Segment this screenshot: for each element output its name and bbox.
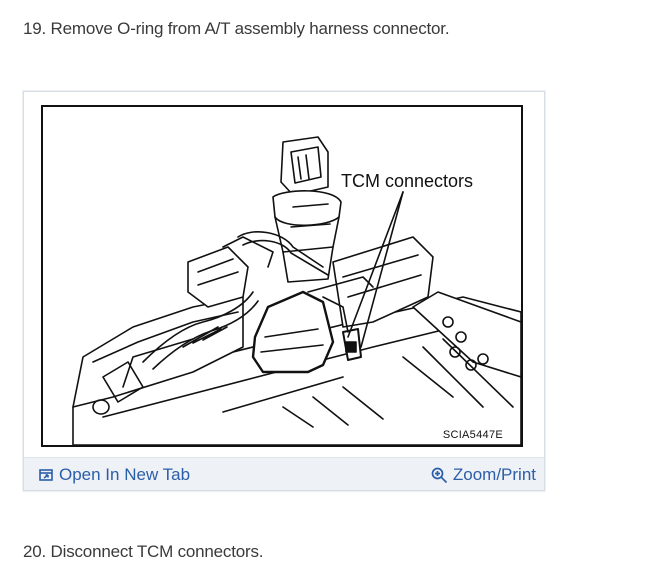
open-in-new-tab-label: Open In New Tab <box>59 465 191 484</box>
zoom-print-button[interactable]: Zoom/Print <box>431 465 536 485</box>
figure-code: SCIA5447E <box>442 429 503 441</box>
figure-card: TCM connectors SCIA5447E Open In New Tab <box>23 91 545 491</box>
figure-illustration[interactable]: TCM connectors SCIA5447E <box>41 105 523 447</box>
tcm-connectors-callout: TCM connectors <box>341 171 474 191</box>
zoom-print-label: Zoom/Print <box>452 465 536 484</box>
figure-toolbar: Open In New Tab Zoom/Print <box>24 457 544 490</box>
step-20-text: 20. Disconnect TCM connectors. <box>23 542 264 561</box>
transmission-assembly-drawing <box>72 136 521 445</box>
open-external-icon <box>38 467 54 483</box>
step-19-text: 19. Remove O-ring from A/T assembly harn… <box>23 19 450 38</box>
zoom-in-icon <box>431 467 448 484</box>
open-in-new-tab-button[interactable]: Open In New Tab <box>38 465 190 485</box>
